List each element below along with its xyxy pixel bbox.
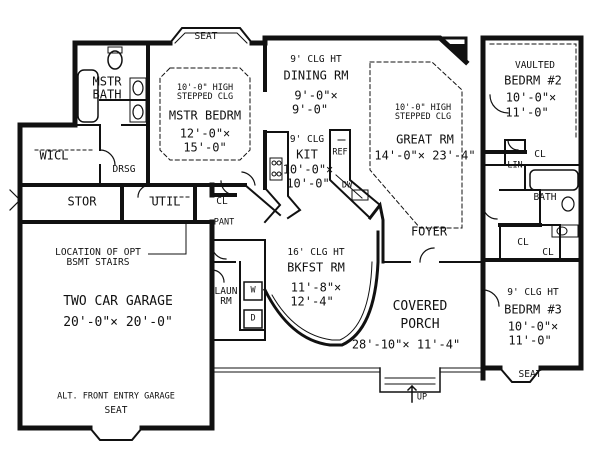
closet-bed2-label: CL: [534, 149, 546, 161]
foyer-label: FOYER: [410, 224, 448, 239]
seat-label-top: SEAT: [194, 31, 218, 43]
bedroom2-ceiling: VAULTED: [514, 60, 556, 72]
breakfast-ceiling: 16' CLG HT: [287, 247, 345, 259]
hall-bath-label: BATH: [533, 192, 557, 204]
up-label: UP: [416, 392, 428, 403]
porch-name2: PORCH: [400, 317, 440, 333]
exterior-walls: [17, 35, 584, 431]
stepped-ceiling-great-room: [369, 61, 463, 229]
great-room-name: GREAT RM: [396, 132, 454, 147]
bedroom3-dim1: 10'-0"×: [507, 319, 559, 334]
garage-dim: 20'-0"× 20'-0": [63, 315, 173, 331]
bay-window-top: [168, 27, 254, 45]
seat-label-garage: SEAT: [104, 405, 128, 417]
bathtub-hall: [529, 169, 579, 191]
bedroom3-ceiling: 9' CLG HT: [507, 287, 559, 299]
great-ceiling-line1: 10'-0" HIGH: [394, 103, 452, 114]
pantry-label: PANT: [213, 217, 235, 228]
seat-label-bed3: SEAT: [518, 369, 542, 381]
great-ceiling-line2: STEPPED CLG: [394, 112, 452, 122]
porch-steps: [379, 367, 441, 393]
master-ceiling-line2: STEPPED CLG: [176, 92, 234, 102]
stepped-ceiling-master: [159, 67, 251, 161]
dining-ceiling: 9' CLG HT: [290, 54, 342, 66]
bedroom2-dim2: 11'-0": [505, 105, 549, 120]
great-room-dim: 14'-0"× 23'-4": [374, 148, 476, 163]
bedroom2-dim1: 10'-0"×: [505, 90, 557, 105]
kitchen-name: KIT: [296, 147, 318, 162]
breakfast-dim2: 12'-4": [290, 294, 334, 309]
breakfast-name: BKFST RM: [287, 260, 345, 275]
master-ceiling-line1: 10'-0" HIGH: [176, 83, 234, 94]
dryer-label: D: [250, 313, 256, 324]
kitchen-counter: [264, 131, 302, 220]
wicl-label: WICL: [39, 148, 69, 163]
closet-hall-label: CL: [517, 237, 529, 249]
bedroom2-name: BEDRM #2: [504, 73, 562, 88]
washer-label: W: [250, 285, 256, 296]
utility-label: UTIL: [151, 194, 181, 209]
bathtub-master: [77, 69, 99, 123]
master-bedroom-dim2: 15'-0": [183, 140, 227, 155]
breakfast-dim1: 11'-8"×: [290, 280, 342, 295]
stairs-note-line1: LOCATION OF OPT: [55, 247, 141, 259]
bedroom3-dim2: 11'-0": [508, 333, 552, 348]
kitchen-dim1: 10'-0"×: [282, 162, 334, 177]
master-bedroom-name: MSTR BEDRM: [168, 108, 242, 123]
garage-note: ALT. FRONT ENTRY GARAGE: [57, 391, 175, 402]
bedroom3-name: BEDRM #3: [504, 302, 562, 317]
storage-label: STOR: [67, 194, 97, 209]
closet-util-label: CL: [216, 196, 228, 208]
refrigerator-label: REF: [332, 147, 348, 158]
dressing-label: DRSG: [112, 164, 136, 176]
dining-dim2: 9'-0": [291, 102, 329, 117]
master-bath-line2: BATH: [92, 87, 122, 101]
porch-dim: 28'-10"× 11'-4": [351, 337, 461, 352]
bay-window-garage: [88, 426, 144, 441]
laundry-line2: RM: [220, 296, 232, 307]
master-bath-line1: MSTR: [92, 74, 122, 89]
porch-name1: COVERED: [392, 299, 448, 315]
master-bedroom-dim1: 12'-0"×: [179, 126, 231, 141]
garage-name: TWO CAR GARAGE: [63, 294, 173, 310]
kitchen-ceiling: 9' CLG: [289, 134, 325, 146]
dining-name: DINING RM: [283, 68, 349, 83]
laundry-line1: LAUN: [214, 286, 238, 298]
linen-label: LIN: [507, 160, 523, 171]
breakfast-bay: [262, 230, 380, 347]
closet-bed3-label: CL: [542, 247, 554, 259]
kitchen-dim2: 10'-0": [286, 176, 330, 191]
dining-dim1: 9'-0"×: [294, 88, 338, 103]
dishwasher-label: DW: [341, 180, 353, 191]
stairs-note-line2: BSMT STAIRS: [66, 257, 130, 268]
bay-window-bed3: [498, 366, 543, 383]
